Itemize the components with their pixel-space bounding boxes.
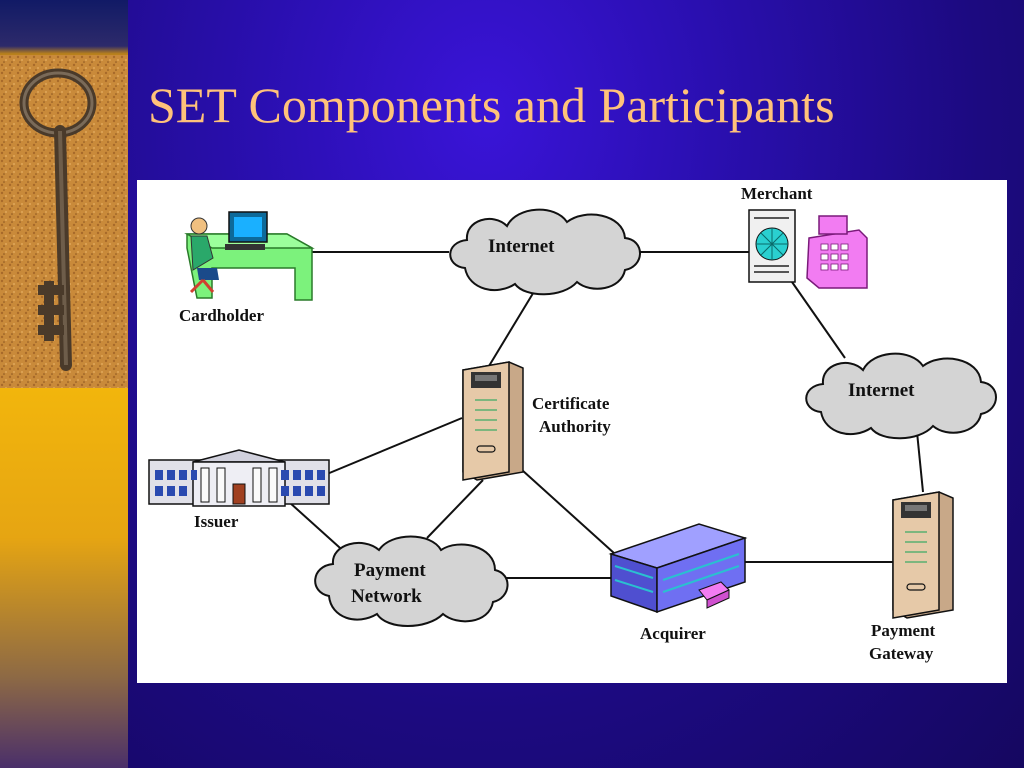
left-decorative-strip <box>0 0 128 768</box>
line-issuer-network <box>288 501 350 557</box>
merchant-label: Merchant <box>741 184 813 203</box>
connection-lines <box>288 251 924 579</box>
internet-2-label: Internet <box>848 380 915 401</box>
line-ca-issuer <box>326 417 463 475</box>
line-internet-ca <box>488 289 536 367</box>
set-diagram: Cardholder Merchant Internet Internet Ce… <box>137 180 1007 683</box>
acquirer-building-icon <box>608 523 748 614</box>
cardholder-icon <box>184 211 315 301</box>
key-photo <box>0 55 128 388</box>
merchant-icon <box>748 209 868 289</box>
payment-network-cloud <box>314 535 509 627</box>
payment-network-label-line2: Network <box>351 586 422 607</box>
internet-1-label: Internet <box>488 236 555 257</box>
certificate-authority-server-icon <box>462 361 524 481</box>
acquirer-label: Acquirer <box>640 624 706 643</box>
line-internet2-gateway <box>916 431 924 493</box>
issuer-bank-icon <box>148 449 330 507</box>
gateway-label-line1: Payment <box>871 621 936 640</box>
key-icon <box>19 68 97 371</box>
ca-label-line1: Certificate <box>532 394 610 413</box>
internet-cloud-1 <box>449 208 641 296</box>
gateway-label-line2: Gateway <box>869 644 934 663</box>
payment-gateway-server-icon <box>892 491 954 619</box>
line-ca-network <box>426 479 484 539</box>
ca-label-line2: Authority <box>539 417 611 436</box>
cardholder-label: Cardholder <box>179 306 264 325</box>
internet-cloud-2 <box>805 352 997 440</box>
slide-title: SET Components and Participants <box>148 77 835 133</box>
issuer-label: Issuer <box>194 512 239 531</box>
line-merchant-internet2 <box>791 281 846 359</box>
payment-network-label-line1: Payment <box>354 560 426 581</box>
